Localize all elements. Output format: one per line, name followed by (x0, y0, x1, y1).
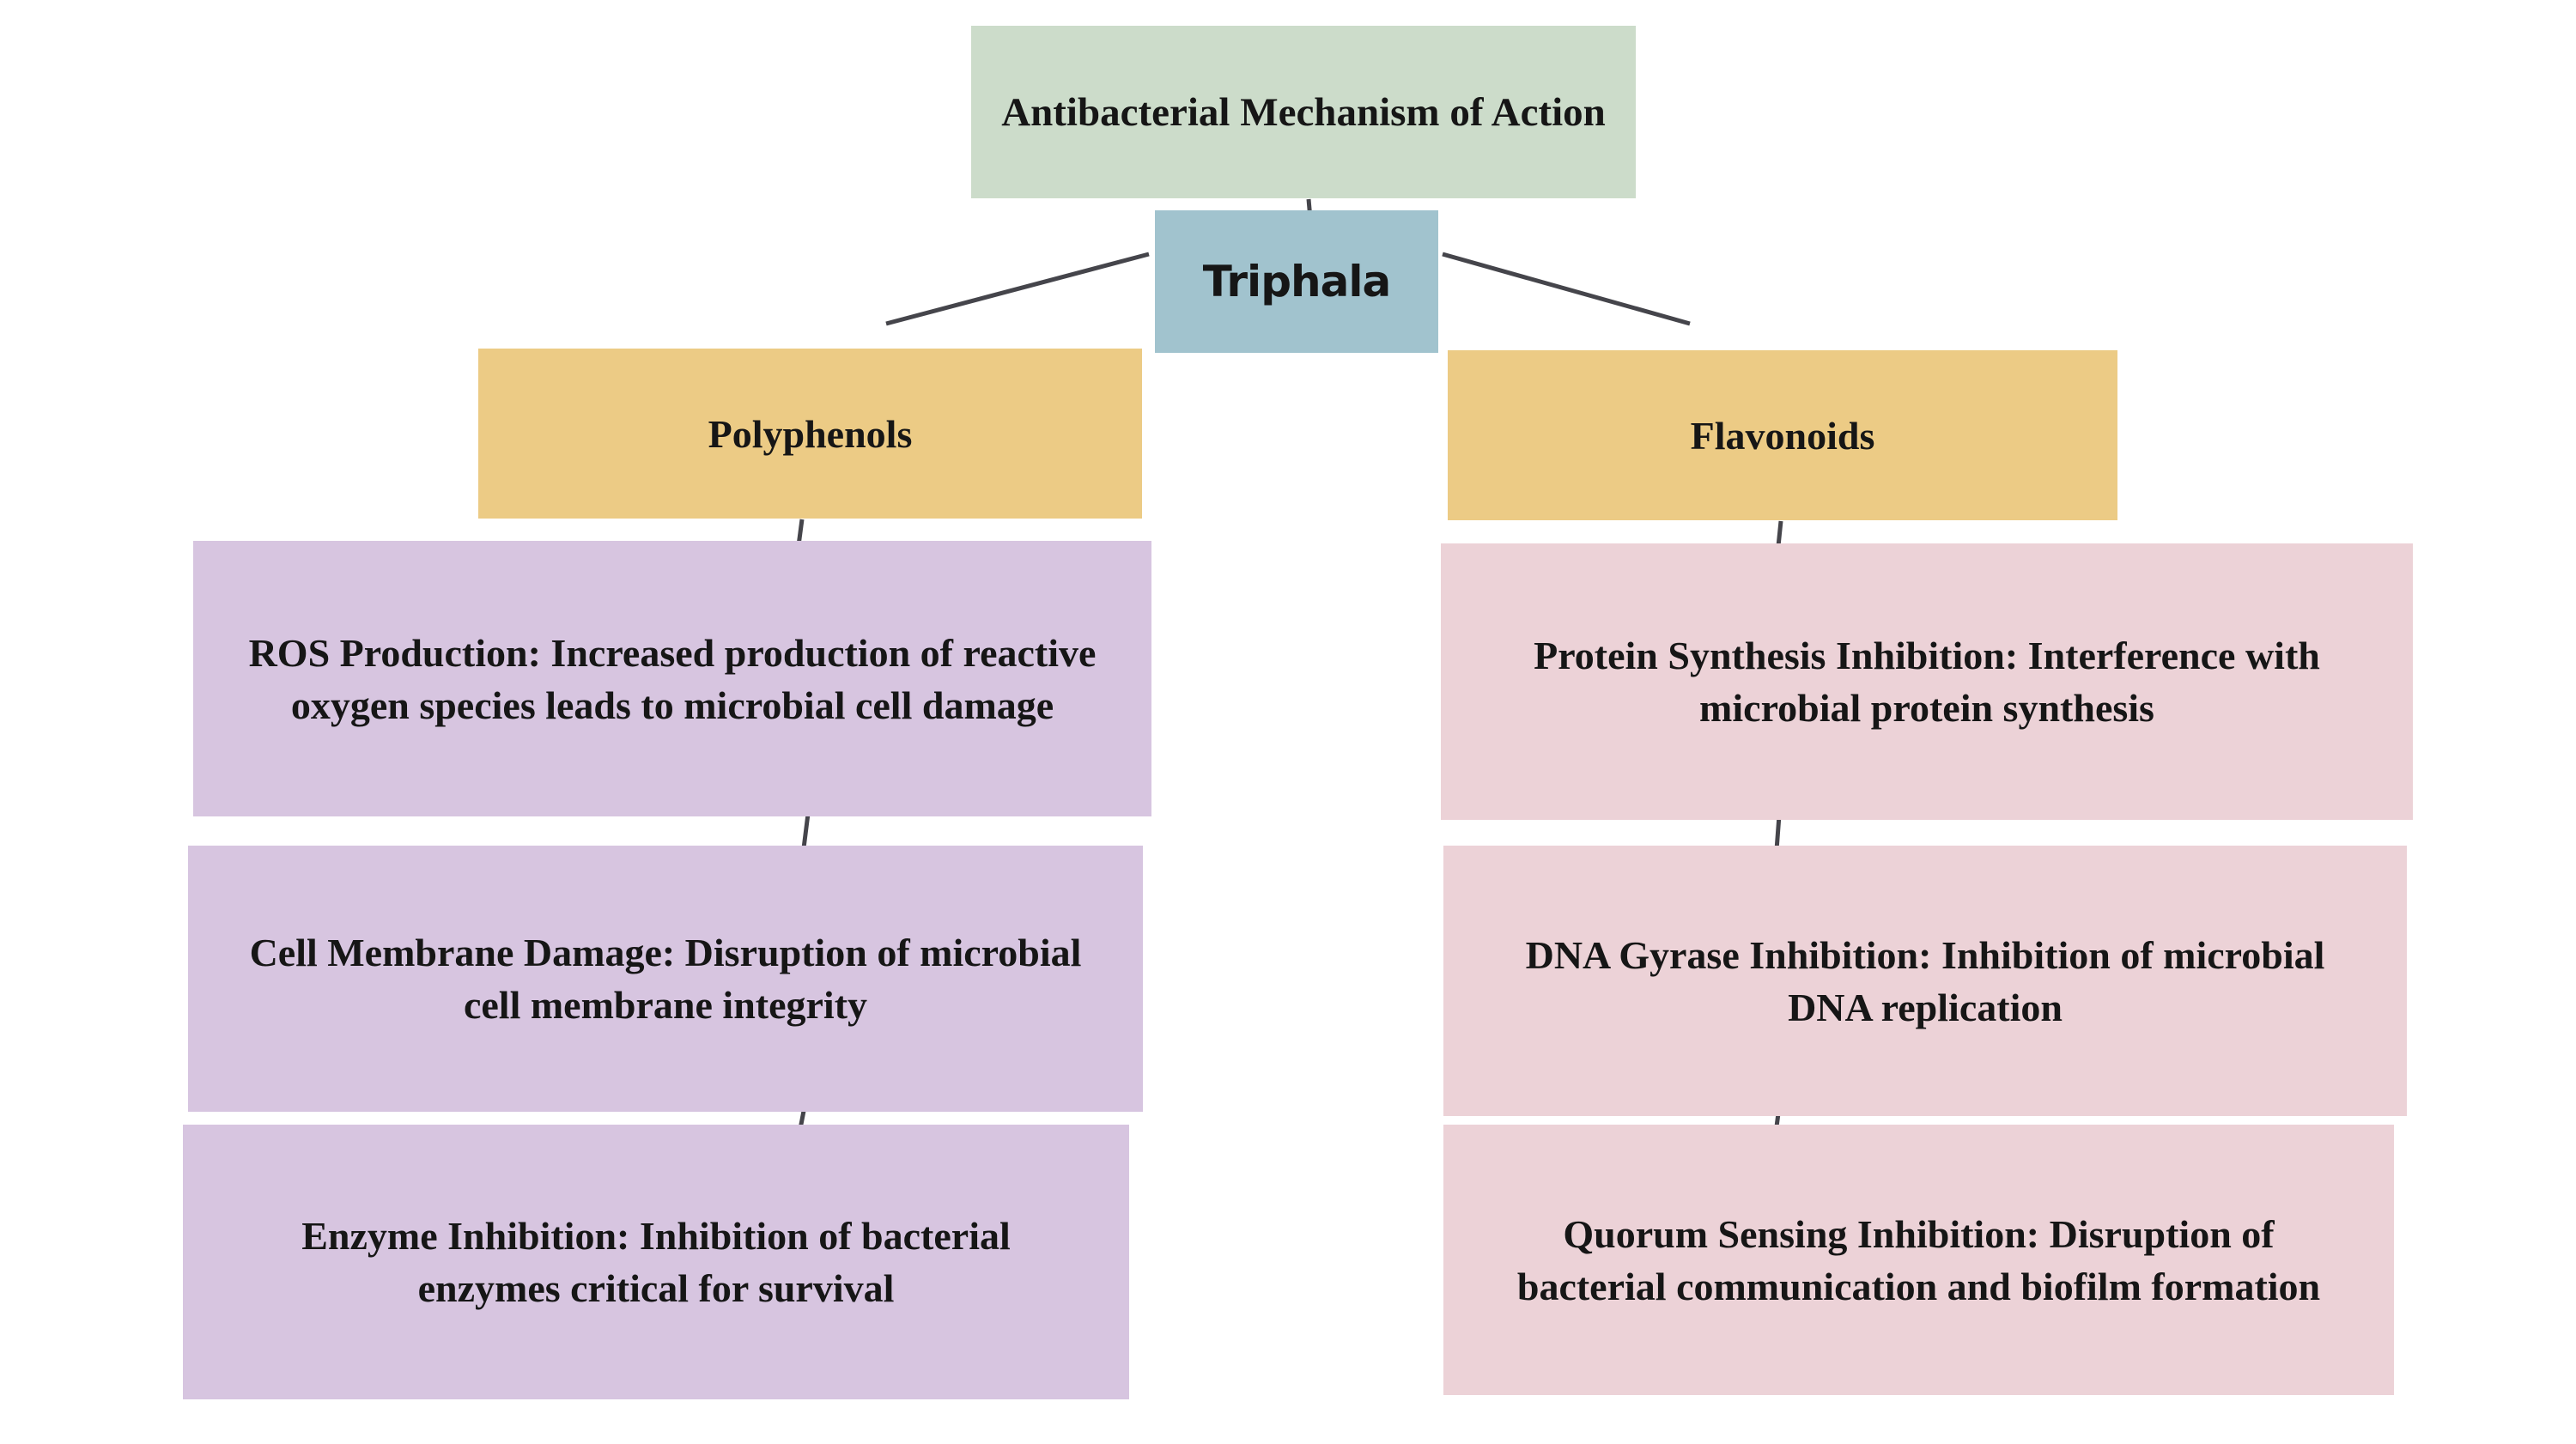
node-quorum-sensing-inhibition: Quorum Sensing Inhibition: Disruption of… (1443, 1125, 2394, 1395)
node-label-line: cell membrane integrity (463, 983, 868, 1027)
node-protein-synthesis-inhibition: Protein Synthesis Inhibition: Interferen… (1441, 543, 2413, 820)
node-cell-membrane-damage: Cell Membrane Damage: Disruption of micr… (188, 846, 1143, 1112)
connector-protein-dna-gyrase (1774, 815, 1782, 851)
node-label-line: enzymes critical for survival (417, 1266, 895, 1310)
node-polyphenols-branch: Polyphenols (478, 349, 1142, 519)
node-label: Antibacterial Mechanism of Action (1001, 89, 1606, 135)
connector-triphala-flavonoids (1442, 252, 1691, 326)
node-dna-gyrase-inhibition: DNA Gyrase Inhibition: Inhibition of mic… (1443, 846, 2407, 1116)
node-label-line: Enzyme Inhibition: Inhibition of bacteri… (301, 1214, 1011, 1258)
node-flavonoids-branch: Flavonoids (1448, 350, 2117, 520)
node-label: Flavonoids (1690, 413, 1875, 458)
node-label-line: oxygen species leads to microbial cell d… (290, 683, 1054, 727)
node-label-line: DNA Gyrase Inhibition: Inhibition of mic… (1525, 932, 2325, 977)
node-label-line: Protein Synthesis Inhibition: Interferen… (1534, 634, 2320, 677)
node-label-line: ROS Production: Increased production of … (248, 630, 1097, 675)
node-label-line: bacterial communication and biofilm form… (1516, 1264, 2321, 1308)
node-label-line: Cell Membrane Damage: Disruption of micr… (249, 931, 1082, 974)
node-enzyme-inhibition: Enzyme Inhibition: Inhibition of bacteri… (183, 1125, 1129, 1399)
connector-triphala-polyphenols (885, 252, 1150, 326)
node-label: Triphala (1202, 257, 1391, 306)
node-label: Polyphenols (708, 411, 913, 456)
node-label-line: microbial protein synthesis (1699, 686, 2154, 730)
node-triphala: Triphala (1155, 210, 1438, 353)
node-antibacterial-mechanism-root: Antibacterial Mechanism of Action (971, 26, 1636, 198)
node-ros-production: ROS Production: Increased production of … (193, 541, 1151, 816)
node-label-line: DNA replication (1788, 985, 2063, 1029)
node-label-line: Quorum Sensing Inhibition: Disruption of (1563, 1211, 2275, 1256)
connector-ros-cell-membrane (801, 813, 811, 849)
